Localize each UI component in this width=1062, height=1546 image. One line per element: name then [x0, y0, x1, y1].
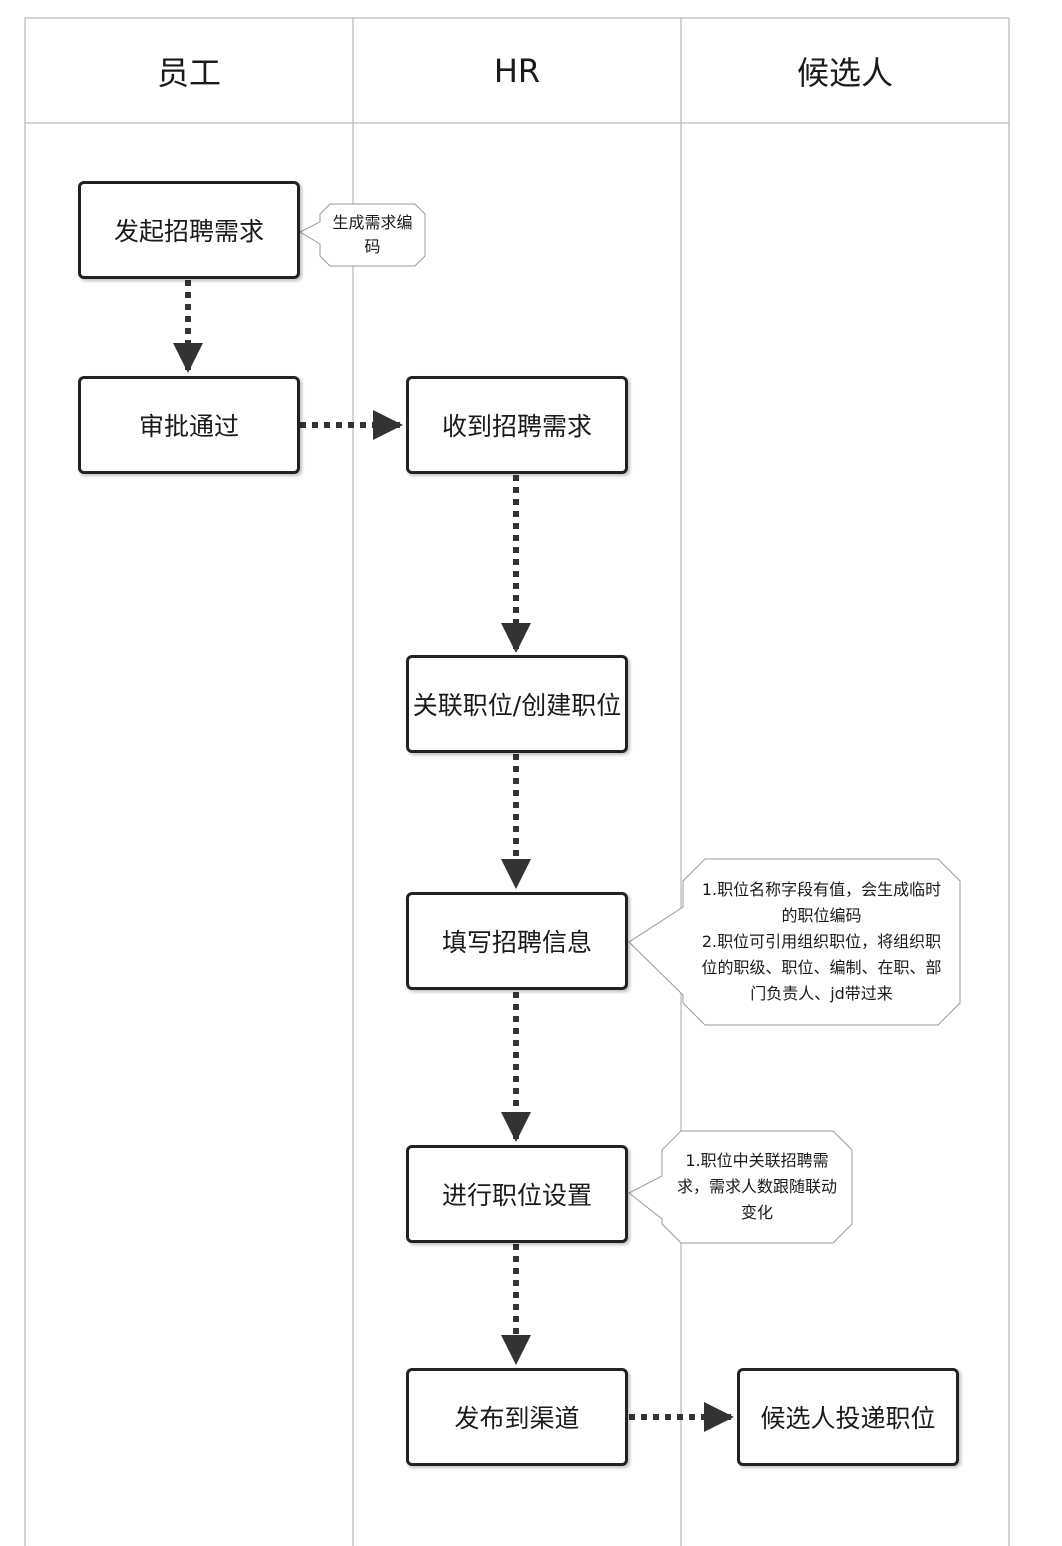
swimlane-grid: [24, 17, 1010, 1546]
step-approve[interactable]: 审批通过: [78, 376, 300, 474]
note-request-code: 生成需求编 码: [320, 204, 425, 266]
note-line: 位的职级、职位、编制、在职、部: [701, 958, 942, 977]
callout-recruit-info: [628, 858, 961, 1026]
note-line: 1.职位名称字段有值，会生成临时: [701, 880, 942, 899]
note-position-settings: 1.职位中关联招聘需 求，需求人数跟随联动 变化: [662, 1131, 852, 1243]
note-line: 码: [364, 237, 381, 256]
note-line: 变化: [740, 1203, 773, 1222]
step-position-settings[interactable]: 进行职位设置: [406, 1145, 628, 1243]
callout-request-code: [298, 203, 426, 267]
note-line: 2.职位可引用组织职位，将组织职: [701, 932, 942, 951]
note-line: 门负责人、jd带过来: [750, 984, 893, 1003]
note-line: 1.职位中关联招聘需: [685, 1151, 829, 1170]
step-candidate-apply[interactable]: 候选人投递职位: [737, 1368, 959, 1466]
step-fill-recruit-info[interactable]: 填写招聘信息: [406, 892, 628, 990]
note-line: 求，需求人数跟随联动: [676, 1177, 837, 1196]
lane-header-employee: 员工: [156, 53, 221, 92]
lane-header-hr: HR: [493, 51, 541, 90]
note-line: 生成需求编: [332, 213, 413, 232]
callouts: [298, 203, 961, 1244]
callout-position-settings: [628, 1130, 853, 1244]
step-publish-channel[interactable]: 发布到渠道: [406, 1368, 628, 1466]
connectors: [173, 280, 734, 1432]
lane-header-candidate: 候选人: [796, 53, 893, 92]
step-link-or-create-position[interactable]: 关联职位/创建职位: [406, 655, 628, 753]
step-initiate-request[interactable]: 发起招聘需求: [78, 181, 300, 279]
step-receive-request[interactable]: 收到招聘需求: [406, 376, 628, 474]
note-line: 的职位编码: [781, 906, 862, 925]
note-recruit-info: 1.职位名称字段有值，会生成临时 的职位编码 2.职位可引用组织职位，将组织职 …: [683, 859, 960, 1025]
